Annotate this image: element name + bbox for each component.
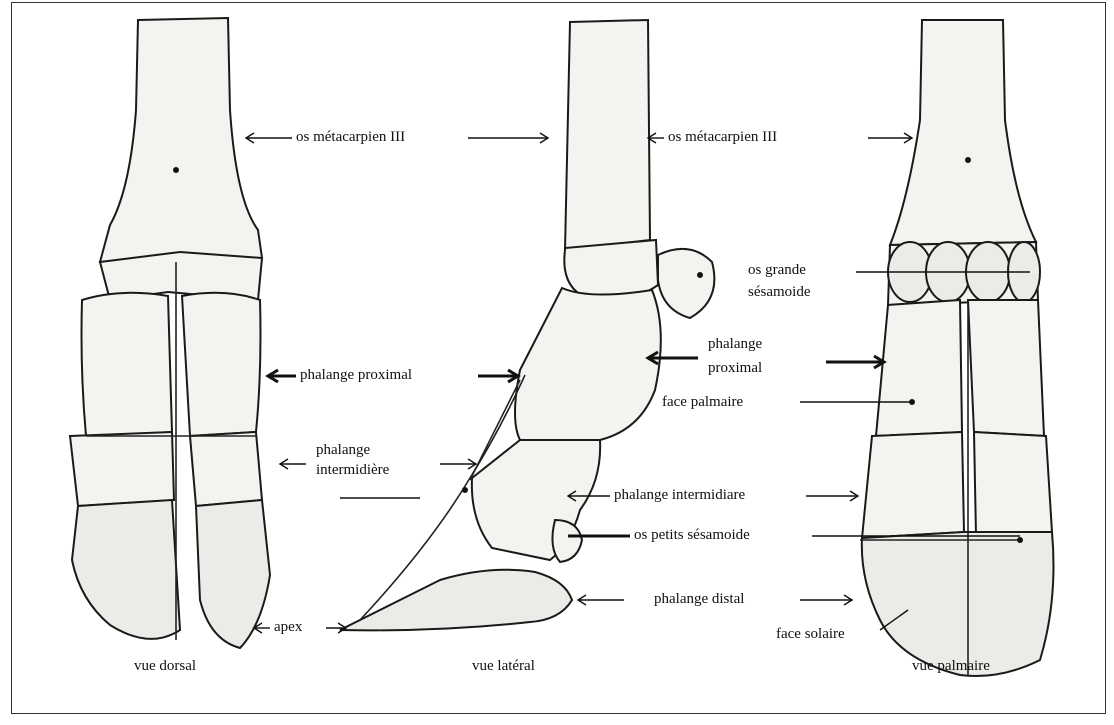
label-face-palmaire: face palmaire (662, 394, 743, 411)
label-phalange-intermidiere-line1: phalange (316, 442, 370, 459)
caption-vue-dorsal: vue dorsal (134, 658, 196, 675)
label-grande-sesamoide-line1: os grande (748, 262, 806, 279)
caption-vue-lateral: vue latéral (472, 658, 535, 675)
label-phalange-distal: phalange distal (654, 591, 744, 608)
label-metacarpien-right: os métacarpien III (668, 129, 777, 146)
label-phalange-intermidiere-line2: intermidière (316, 462, 389, 479)
label-phalange-proximal-right-line1: phalange (708, 336, 762, 353)
label-petits-sesamoide: os petits sésamoide (634, 527, 750, 544)
label-metacarpien-left: os métacarpien III (296, 129, 405, 146)
label-grande-sesamoide-line2: sésamoide (748, 284, 810, 301)
label-phalange-proximal-right-line2: proximal (708, 360, 762, 377)
palmar-view-bones (860, 20, 1054, 676)
label-face-solaire: face solaire (776, 626, 845, 643)
label-phalange-intermidiare: phalange intermidiare (614, 487, 745, 504)
label-phalange-proximal-left: phalange proximal (300, 367, 412, 384)
dorsal-view-bones (70, 18, 270, 648)
label-apex: apex (274, 619, 302, 636)
caption-vue-palmaire: vue palmaire (912, 658, 990, 675)
